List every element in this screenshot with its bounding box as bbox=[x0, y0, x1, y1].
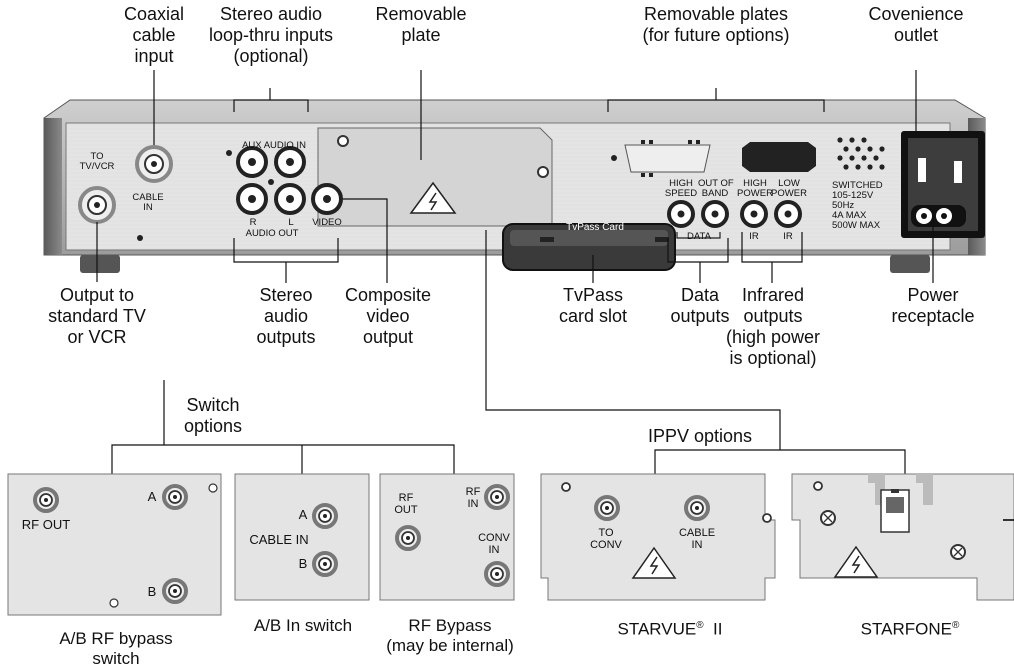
label-ir-low: IR bbox=[783, 231, 793, 242]
caption-starvue: STARVUE® II bbox=[617, 619, 723, 639]
caption-ab-in-switch: A/B In switch bbox=[253, 616, 353, 635]
plate-ab-in-switch bbox=[234, 473, 370, 601]
label-a: A bbox=[147, 489, 157, 504]
label-aux-audio-in: AUX AUDIO IN bbox=[242, 140, 306, 151]
label-audio-out: AUDIO OUT bbox=[245, 228, 299, 239]
callout-ippv-options: IPPV options bbox=[647, 426, 753, 446]
removable-plate bbox=[317, 127, 553, 227]
label-l: L bbox=[288, 217, 294, 228]
future-option-connector bbox=[611, 140, 711, 177]
callout-lines bbox=[96, 70, 934, 475]
to-tv-vcr-connector bbox=[78, 186, 116, 224]
label-cable-in-switch: CABLE IN bbox=[249, 532, 309, 547]
future-option-connector-2 bbox=[742, 142, 816, 172]
label-ir-high: IR bbox=[749, 231, 759, 242]
vent-dots bbox=[837, 137, 885, 170]
caption-rf-bypass: RF Bypass(may be internal) bbox=[386, 616, 514, 655]
cable-in-connector bbox=[135, 145, 173, 183]
label-data: DATA bbox=[687, 231, 711, 242]
plate-starfone bbox=[791, 473, 1014, 601]
label-b: B bbox=[147, 584, 157, 599]
label-r: R bbox=[249, 217, 257, 228]
caption-starfone: STARFONE® bbox=[860, 619, 960, 639]
label-video: VIDEO bbox=[312, 217, 342, 228]
callout-removable-plates: Removable plates(for future options) bbox=[642, 4, 790, 45]
plate-starvue bbox=[540, 473, 776, 601]
tvpass-card bbox=[502, 223, 676, 271]
power-outlet bbox=[901, 131, 985, 238]
option-coax-connectors bbox=[33, 484, 710, 604]
label-b: B bbox=[298, 556, 308, 571]
label-rf-out: RF OUT bbox=[21, 517, 71, 532]
label-a: A bbox=[298, 507, 308, 522]
label-tvpass-card: TvPass Card bbox=[566, 222, 624, 233]
